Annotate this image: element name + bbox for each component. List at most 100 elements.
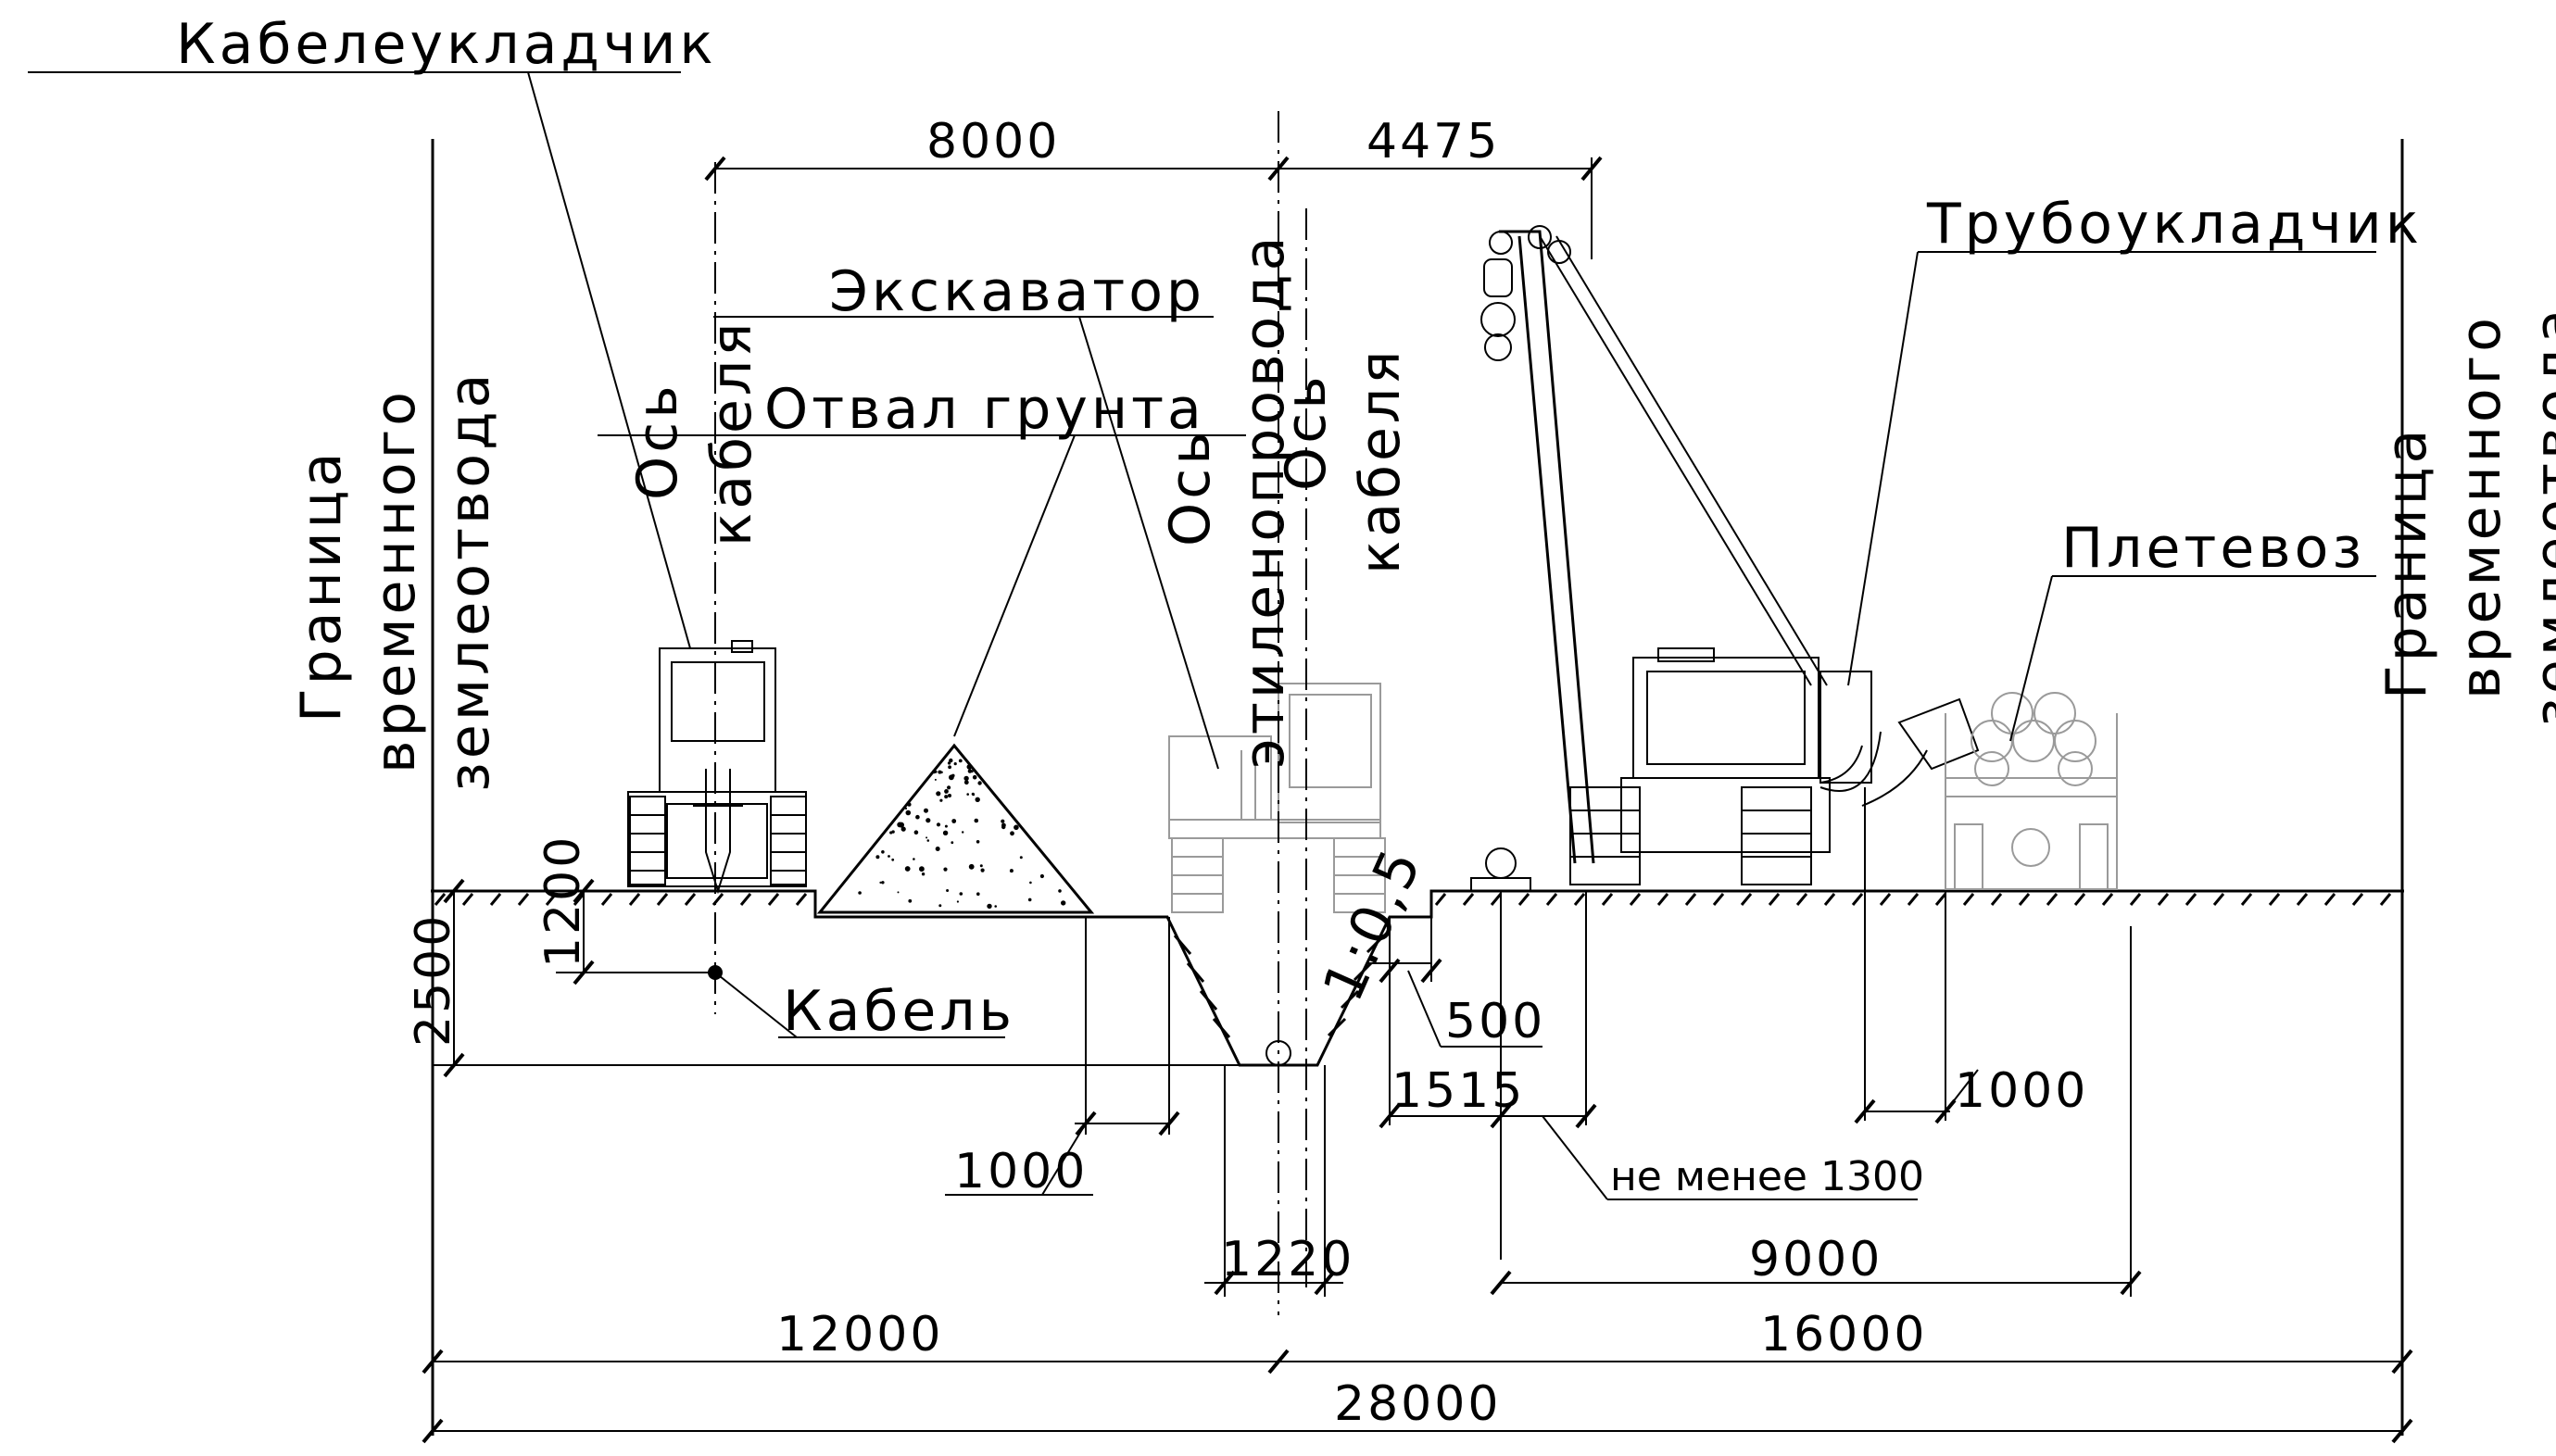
spoil-speckle xyxy=(1029,881,1032,885)
dim-8000: 8000 xyxy=(926,114,1060,169)
ground-profile xyxy=(431,889,2404,1067)
dim-4475: 4475 xyxy=(1366,114,1500,169)
spoil-speckle xyxy=(1014,824,1019,831)
spoil-speckle xyxy=(925,836,928,839)
ground-hatch-mark xyxy=(1573,893,1586,906)
ground-hatch-mark xyxy=(461,893,474,906)
spoil-speckle xyxy=(949,758,953,763)
pipeline-axis-label-line2: этиленопровода xyxy=(1232,233,1297,769)
spoil-speckle xyxy=(1010,831,1014,836)
spoil-texture xyxy=(858,758,1066,910)
spoil-speckle xyxy=(935,847,940,851)
spoil-speckle xyxy=(915,814,920,820)
ground-hatch-mark xyxy=(656,893,669,906)
cable-layer-label: Кабелеукладчик xyxy=(176,12,717,77)
ground-hatch-mark xyxy=(1712,893,1725,906)
spoil-speckle xyxy=(967,769,973,773)
ground-hatch-mark xyxy=(1490,893,1503,906)
ground-hatch-mark xyxy=(1434,893,1447,906)
spoil-label: Отвал грунта xyxy=(764,377,1205,442)
spoil-speckle xyxy=(987,903,992,910)
right-boundary-label-line3: землеотвода xyxy=(2523,306,2556,727)
spoil-speckle xyxy=(940,771,943,774)
spoil-speckle xyxy=(900,826,906,832)
excavator-machine xyxy=(1168,683,1386,913)
axis-lines xyxy=(714,111,1307,1315)
spoil-speckle xyxy=(951,841,954,845)
ground-hatch-mark xyxy=(2351,893,2364,906)
spoil-speckle xyxy=(897,822,903,828)
spoil-speckle xyxy=(970,770,974,773)
ground-hatch-mark xyxy=(1795,893,1808,906)
spoil-speckle xyxy=(934,770,938,773)
spoil-speckle xyxy=(1009,869,1014,873)
spoil-speckle xyxy=(974,818,979,823)
dim-1000-left: 1000 xyxy=(954,1144,1088,1199)
spoil-speckle xyxy=(944,791,948,794)
ground-hatch-mark xyxy=(1934,893,1947,906)
ground-hatch-mark xyxy=(2073,893,2086,906)
ground-hatch-mark xyxy=(1879,893,1892,906)
slope-label: 1:0,5 xyxy=(1311,837,1436,1010)
spoil-speckle xyxy=(875,855,880,860)
ground-hatch-mark xyxy=(1629,893,1642,906)
ground-hatch-mark xyxy=(2185,893,2197,906)
ground-hatch-mark xyxy=(767,893,780,906)
spoil-speckle xyxy=(897,891,900,894)
left-boundary-label-line3: землеотвода xyxy=(437,370,502,792)
spoil-speckle xyxy=(1039,873,1044,879)
spoil-speckle xyxy=(1001,822,1006,828)
ground-hatch-mark xyxy=(2212,893,2225,906)
spoil-speckle xyxy=(963,775,969,782)
spoil-speckle xyxy=(904,807,908,810)
left-boundary-label-line1: Граница xyxy=(289,449,354,722)
ground-hatch-mark xyxy=(1768,893,1781,906)
ground-hatch-mark xyxy=(517,893,530,906)
spoil-speckle xyxy=(936,822,941,827)
ground-hatch-mark xyxy=(1740,893,1753,906)
spoil-speckle xyxy=(980,868,985,872)
spoil-speckle xyxy=(966,793,969,796)
dim-1220: 1220 xyxy=(1221,1232,1354,1287)
ground-hatch-mark xyxy=(628,893,641,906)
ground-hatch-mark xyxy=(1684,893,1697,906)
ground-hatch-mark xyxy=(1517,893,1530,906)
dim-9000: 9000 xyxy=(1749,1232,1882,1287)
dim-28000: 28000 xyxy=(1334,1376,1501,1432)
left-boundary-label-line2: временного xyxy=(363,388,428,773)
ground-hatch-mark xyxy=(489,893,502,906)
spoil-speckle xyxy=(976,840,980,844)
spoil-speckle xyxy=(881,881,885,885)
cable-label: Кабель xyxy=(783,979,1015,1044)
trench-slope-hatching xyxy=(1173,934,1386,1038)
dim-1000-right: 1000 xyxy=(1955,1063,2088,1119)
spoil-speckle xyxy=(924,808,928,813)
spoil-speckle xyxy=(939,798,943,802)
spoil-speckle xyxy=(913,858,915,860)
spoil-speckle xyxy=(905,810,912,816)
ground-hatch-mark xyxy=(795,893,808,906)
spoil-speckle xyxy=(1061,900,1066,906)
cable-axis-right-label-line1: Ось xyxy=(1274,372,1339,491)
ground-hatch-mark xyxy=(2157,893,2170,906)
spoil-speckle xyxy=(942,830,949,835)
spoil-speckle xyxy=(936,791,941,797)
spoil-speckle xyxy=(948,794,951,797)
ground-hatch-mark xyxy=(2046,893,2059,906)
ground-hatch-mark xyxy=(2296,893,2309,906)
ground-hatch-mark xyxy=(545,893,558,906)
dim-1515: 1515 xyxy=(1391,1063,1525,1119)
spoil-speckle xyxy=(962,831,964,834)
spoil-speckle xyxy=(938,904,942,908)
spoil-speckle xyxy=(943,867,948,872)
spoil-speckle xyxy=(977,781,982,785)
dim-1200: 1200 xyxy=(535,835,591,968)
ground-hatch-mark xyxy=(1907,893,1920,906)
cable-axis-left-label-line1: Ось xyxy=(625,382,690,500)
spoil-speckle xyxy=(994,905,997,908)
dim-min-1300: не менее 1300 xyxy=(1610,1153,1924,1200)
ground-hatch-mark xyxy=(684,893,697,906)
ground-hatch-mark xyxy=(2323,893,2336,906)
spoil-speckle xyxy=(881,850,885,854)
